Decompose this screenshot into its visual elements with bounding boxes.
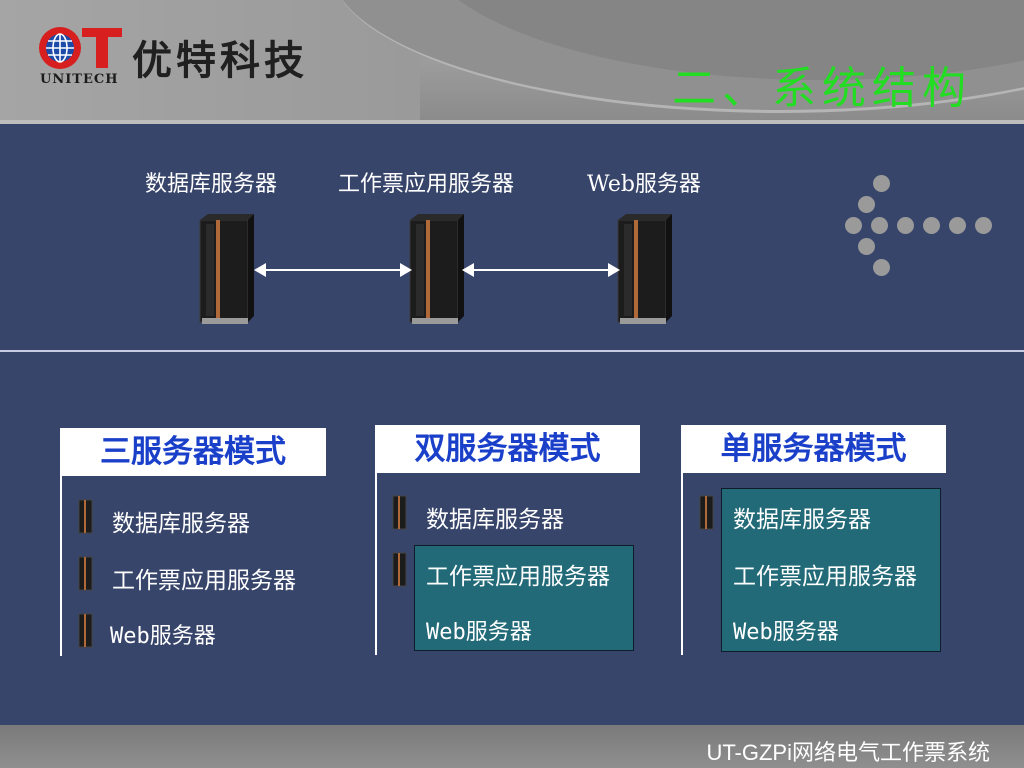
single-mode-item-database: 数据库服务器 (733, 507, 871, 533)
server-icon (78, 499, 93, 534)
slide-header (0, 0, 1024, 124)
company-name: 优特科技 (132, 38, 308, 84)
db-to-app-double-arrow-icon (254, 263, 412, 277)
company-name-en: UNITECH (40, 72, 119, 87)
three-mode-item-web: Web服务器 (110, 624, 216, 649)
two-mode-item-web: Web服务器 (426, 620, 532, 645)
single-server-mode-rule (681, 473, 683, 655)
unitech-logo-icon (39, 27, 122, 69)
label-database-server: 数据库服务器 (145, 172, 278, 197)
two-mode-combined-server-box (414, 545, 634, 651)
label-ticket-app-server: 工作票应用服务器 (338, 172, 515, 197)
ticket-app-server-rack-icon (409, 214, 464, 324)
server-icon (78, 613, 93, 648)
app-to-web-double-arrow-icon (462, 263, 620, 277)
database-server-rack-icon (199, 214, 254, 324)
server-icon (392, 495, 407, 530)
two-mode-item-database: 数据库服务器 (426, 507, 564, 533)
single-server-mode-title: 单服务器模式 (681, 425, 946, 473)
two-mode-item-ticket-app: 工作票应用服务器 (426, 564, 610, 590)
web-server-rack-icon (617, 214, 672, 324)
server-icon (699, 495, 714, 530)
server-icon (392, 552, 407, 587)
three-server-mode-title: 三服务器模式 (60, 428, 326, 476)
two-server-mode-rule (375, 473, 377, 655)
slide-footer (0, 725, 1024, 768)
section-divider (0, 350, 1024, 352)
footer-product-name: UT-GZPi网络电气工作票系统 (706, 740, 990, 765)
three-mode-item-database: 数据库服务器 (112, 511, 250, 537)
server-icon (78, 556, 93, 591)
three-server-mode-rule (60, 476, 62, 656)
three-mode-item-ticket-app: 工作票应用服务器 (112, 568, 296, 594)
slide-title: 二、系统结构 (672, 63, 972, 114)
single-mode-item-web: Web服务器 (733, 620, 839, 645)
header-rule (0, 120, 1024, 124)
label-web-server: Web服务器 (587, 172, 701, 197)
two-server-mode-title: 双服务器模式 (375, 425, 640, 473)
single-mode-item-ticket-app: 工作票应用服务器 (733, 564, 917, 590)
single-mode-combined-server-box (721, 488, 941, 652)
